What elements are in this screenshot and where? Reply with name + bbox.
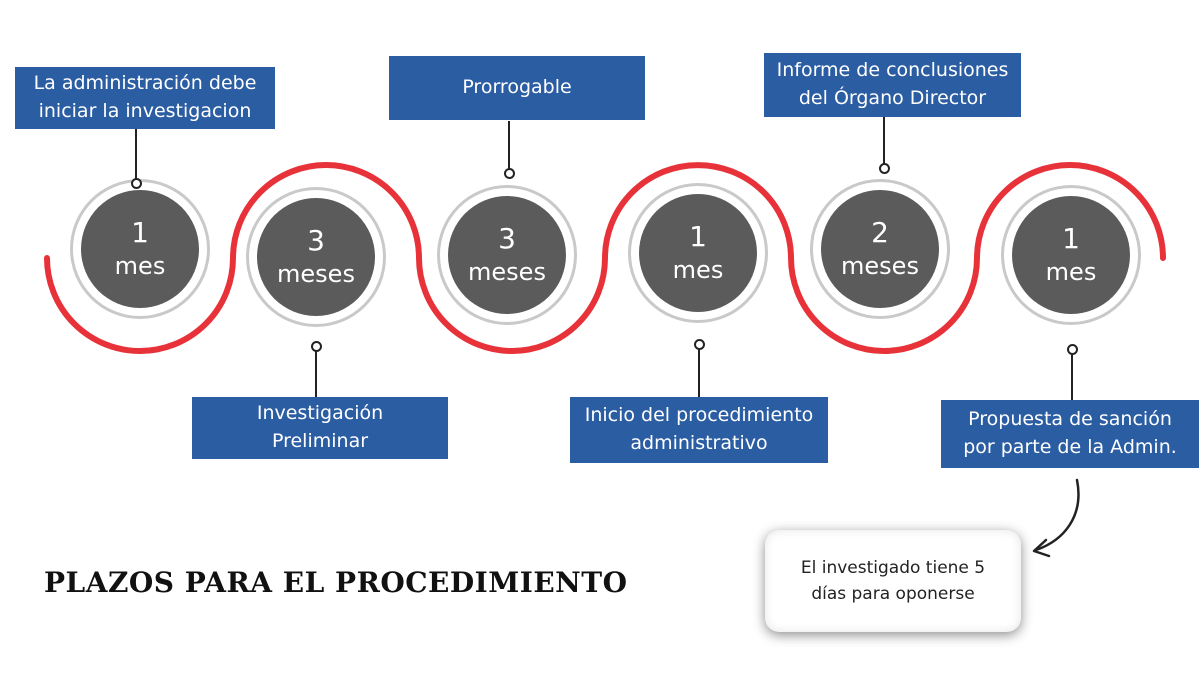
- stage-unit: meses: [841, 252, 919, 281]
- page-title: PLAZOS PARA EL PROCEDIMIENTO: [44, 566, 628, 599]
- stage-circle-1: 1 mes: [81, 190, 199, 308]
- label-investigacion-preliminar: Investigación Preliminar: [192, 397, 448, 459]
- label-line: Inicio del procedimiento: [584, 404, 814, 427]
- stage-number: 3: [307, 224, 325, 258]
- connector-line: [1071, 353, 1073, 400]
- connector-line: [135, 129, 137, 181]
- stage-number: 3: [498, 222, 516, 256]
- note-card: El investigado tiene 5 días para oponers…: [765, 530, 1021, 632]
- connector-dot: [694, 339, 705, 350]
- label-propuesta-sancion: Propuesta de sanción por parte de la Adm…: [941, 400, 1199, 468]
- connector-dot: [504, 168, 515, 179]
- label-line: por parte de la Admin.: [963, 436, 1177, 458]
- stage-unit: mes: [114, 252, 166, 281]
- stage-circle-4: 1 mes: [639, 194, 757, 312]
- label-line: La administración debe: [33, 72, 257, 95]
- connector-line: [315, 350, 317, 397]
- stage-circle-6: 1 mes: [1012, 196, 1130, 314]
- stage-unit: meses: [468, 258, 546, 287]
- connector-line: [508, 121, 510, 171]
- label-prorrogable: Prorrogable: [389, 56, 645, 120]
- stage-circle-3: 3 meses: [448, 196, 566, 314]
- stage-number: 2: [871, 216, 889, 250]
- stage-circle-5: 2 meses: [821, 190, 939, 308]
- label-line: Investigación: [256, 402, 384, 425]
- connector-dot: [879, 163, 890, 174]
- label-line: administrativo: [630, 432, 768, 454]
- stage-unit: meses: [277, 260, 355, 289]
- connector-line: [883, 116, 885, 166]
- note-line: días para oponerse: [811, 584, 975, 604]
- connector-dot: [131, 178, 142, 189]
- connector-dot: [1067, 344, 1078, 355]
- label-admin-inicia: La administración debe iniciar la invest…: [15, 67, 275, 129]
- label-line: iniciar la investigacion: [38, 100, 252, 122]
- note-line: El investigado tiene 5: [800, 557, 986, 578]
- label-inicio-procedimiento: Inicio del procedimiento administrativo: [570, 397, 828, 463]
- stage-number: 1: [689, 220, 707, 254]
- connector-line: [698, 348, 700, 397]
- label-line: Propuesta de sanción: [968, 408, 1172, 431]
- stage-circle-2: 3 meses: [257, 198, 375, 316]
- connector-dot: [311, 341, 322, 352]
- label-line: del Órgano Director: [798, 87, 987, 109]
- label-line: Informe de conclusiones: [776, 59, 1009, 82]
- stage-number: 1: [131, 216, 149, 250]
- label-line: Prorrogable: [462, 76, 572, 99]
- stage-unit: mes: [1045, 258, 1097, 287]
- stage-unit: mes: [672, 256, 724, 285]
- label-line: Preliminar: [271, 430, 369, 452]
- stage-number: 1: [1062, 222, 1080, 256]
- label-informe-conclusiones: Informe de conclusiones del Órgano Direc…: [764, 53, 1021, 117]
